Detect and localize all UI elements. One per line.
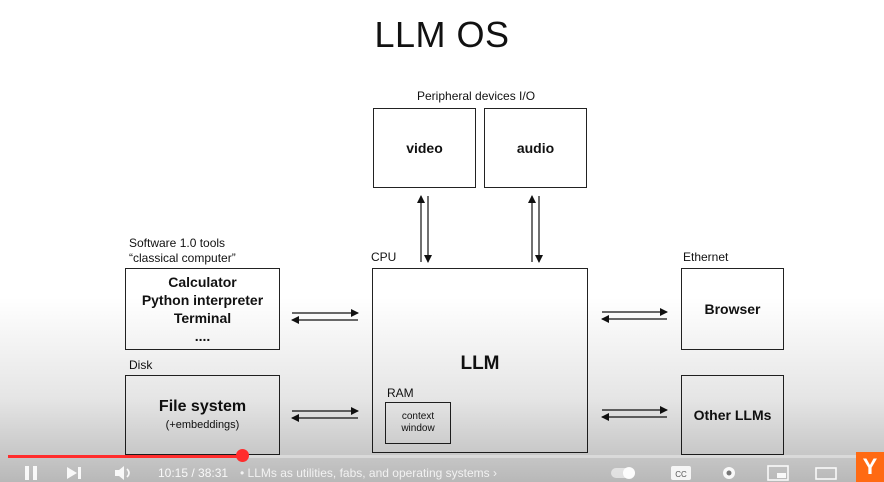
progress-played: [8, 455, 243, 458]
ethernet-label: Ethernet: [683, 250, 729, 264]
cpu-other-llms-arrows: [601, 406, 668, 421]
pause-button[interactable]: [24, 464, 38, 482]
other-llms-box: Other LLMs: [681, 375, 784, 455]
settings-icon: [723, 467, 735, 479]
file-system-label: File system: [158, 398, 247, 415]
theater-button[interactable]: [815, 464, 837, 482]
peripheral-label: Peripheral devices I/O: [417, 89, 536, 103]
llm-cpu-box: LLM RAM context window: [372, 268, 588, 453]
next-icon: [67, 467, 81, 479]
browser-box: Browser: [681, 268, 784, 350]
llm-label: LLM: [460, 353, 500, 374]
video-box: video: [373, 108, 476, 188]
progress-scrubber[interactable]: [236, 449, 250, 462]
video-label: video: [406, 140, 443, 156]
ram-label: RAM: [387, 386, 414, 400]
cpu-label: CPU: [371, 250, 397, 264]
video-cpu-arrows: [417, 195, 432, 263]
channel-badge[interactable]: Y: [856, 452, 884, 482]
browser-label: Browser: [704, 301, 761, 317]
other-llms-label: Other LLMs: [693, 407, 772, 423]
theater-icon: [815, 467, 837, 480]
classical-computer-label: “classical computer”: [129, 251, 236, 265]
context-window-box: context window: [385, 402, 451, 444]
autoplay-toggle-icon: [611, 467, 635, 479]
context-label: context: [401, 411, 435, 422]
volume-button[interactable]: [114, 464, 134, 482]
miniplayer-button[interactable]: [767, 464, 789, 482]
tools-cpu-arrows: [291, 309, 359, 324]
chapter-title[interactable]: • LLMs as utilities, fabs, and operating…: [240, 466, 497, 480]
ellipsis-label: ....: [194, 328, 211, 344]
settings-button[interactable]: [720, 464, 738, 482]
next-button[interactable]: [66, 464, 82, 482]
software-tools-label: Software 1.0 tools: [129, 236, 226, 250]
file-system-box: File system (+embeddings): [125, 375, 280, 455]
python-interpreter-label: Python interpreter: [141, 292, 264, 308]
disk-label: Disk: [129, 358, 153, 372]
embeddings-label: (+embeddings): [165, 419, 240, 431]
svg-text:CC: CC: [675, 470, 687, 479]
pause-icon: [25, 466, 37, 480]
time-display: 10:15 / 38:31: [158, 466, 229, 480]
captions-icon: CC: [671, 466, 691, 480]
cpu-browser-arrows: [601, 308, 668, 323]
audio-label: audio: [516, 140, 555, 156]
miniplayer-icon: [767, 465, 789, 481]
calculator-label: Calculator: [168, 274, 237, 290]
slide-title: LLM OS: [374, 14, 510, 55]
disk-cpu-arrows: [291, 407, 359, 422]
player-controls: 10:15 / 38:31 • LLMs as utilities, fabs,…: [0, 464, 884, 482]
autoplay-toggle[interactable]: [610, 464, 636, 482]
audio-box: audio: [484, 108, 587, 188]
audio-cpu-arrows: [528, 195, 543, 263]
progress-bar[interactable]: [8, 455, 876, 458]
captions-button[interactable]: CC: [670, 464, 692, 482]
volume-icon: [115, 466, 130, 480]
tools-box: Calculator Python interpreter Terminal .…: [125, 268, 280, 350]
terminal-label: Terminal: [173, 310, 232, 326]
window-label: window: [401, 423, 435, 434]
